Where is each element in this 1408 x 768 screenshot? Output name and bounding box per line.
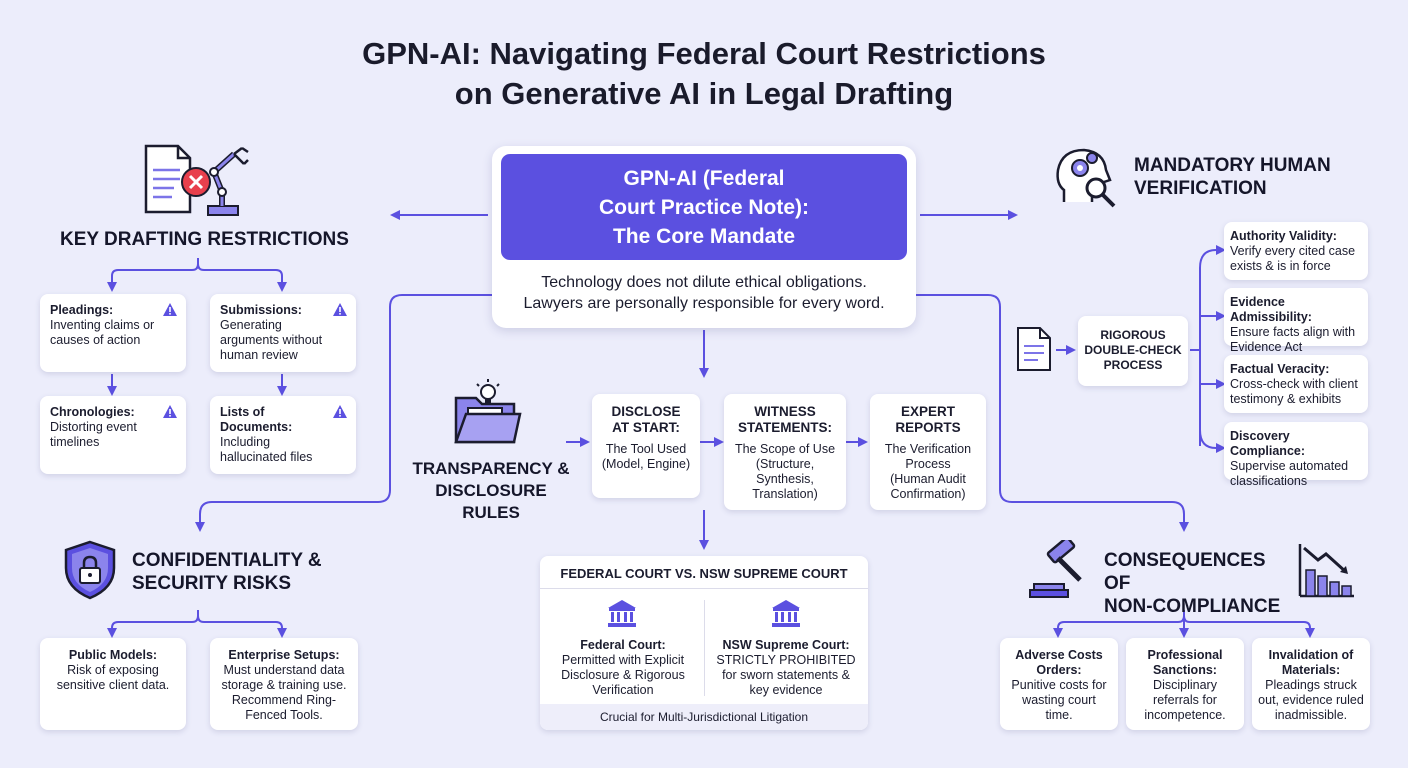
core-mandate-subtitle: Technology does not dilute ethical oblig…	[523, 274, 885, 312]
consequence-card-professional-sanctions: Professional Sanctions: Disciplinary ref…	[1126, 638, 1244, 730]
court-comparison-heading: FEDERAL COURT VS. NSW SUPREME COURT	[560, 566, 848, 581]
warning-triangle-icon	[163, 303, 177, 316]
transparency-card-witness: WITNESS STATEMENTS: The Scope of Use (St…	[724, 394, 846, 510]
transparency-heading: TRANSPARENCY & DISCLOSURE RULES	[412, 459, 570, 522]
verification-item-authority: Authority Validity: Verify every cited c…	[1224, 222, 1368, 280]
core-mandate-title: GPN-AI (Federal Court Practice Note): Th…	[501, 154, 907, 260]
confidentiality-card-public-models: Public Models: Risk of exposing sensitiv…	[40, 638, 186, 730]
nsw-court-column: NSW Supreme Court: STRICTLY PROHIBITED f…	[716, 638, 856, 697]
double-check-process: RIGOROUS DOUBLE-CHECK PROCESS	[1078, 316, 1188, 386]
warning-triangle-icon	[333, 405, 347, 418]
divider	[704, 600, 705, 696]
verification-item-discovery: Discovery Compliance: Supervise automate…	[1224, 422, 1368, 488]
head-gears-magnifier-icon	[1056, 148, 1116, 208]
warning-triangle-icon	[163, 405, 177, 418]
transparency-card-expert: EXPERT REPORTS The Verification Process …	[870, 394, 986, 510]
warning-triangle-icon	[333, 303, 347, 316]
chart-down-icon	[1298, 544, 1354, 598]
confidentiality-heading: CONFIDENTIALITY & SECURITY RISKS	[132, 550, 322, 594]
courthouse-icon	[608, 600, 636, 627]
courthouse-icon	[772, 600, 800, 627]
consequence-card-invalidation: Invalidation of Materials: Pleadings str…	[1252, 638, 1370, 730]
verification-item-factual: Factual Veracity: Cross-check with clien…	[1224, 355, 1368, 413]
gavel-icon	[1029, 540, 1082, 598]
consequence-card-adverse-costs: Adverse Costs Orders: Punitive costs for…	[1000, 638, 1118, 730]
drafting-card-submissions: Submissions: Generating arguments withou…	[210, 294, 356, 372]
document-robot-arm-icon	[144, 144, 249, 216]
drafting-card-chronologies: Chronologies: Distorting event timelines	[40, 396, 186, 474]
document-icon	[1017, 327, 1051, 371]
consequences-heading: CONSEQUENCES OF NON-COMPLIANCE	[1104, 550, 1281, 617]
drafting-card-pleadings: Pleadings: Inventing claims or causes of…	[40, 294, 186, 372]
verification-item-evidence: Evidence Admissibility: Ensure facts ali…	[1224, 288, 1368, 354]
verification-heading: MANDATORY HUMAN VERIFICATION	[1134, 155, 1331, 199]
page-title: GPN-AI: Navigating Federal Court Restric…	[0, 34, 1408, 114]
page-title-line-2: on Generative AI in Legal Drafting	[454, 76, 954, 111]
shield-lock-icon	[64, 540, 116, 600]
folder-lightbulb-icon	[454, 379, 522, 444]
drafting-heading: KEY DRAFTING RESTRICTIONS	[60, 229, 349, 250]
court-comparison-footer: Crucial for Multi-Jurisdictional Litigat…	[540, 704, 868, 730]
divider	[540, 588, 868, 589]
confidentiality-card-enterprise: Enterprise Setups: Must understand data …	[210, 638, 358, 730]
federal-court-column: Federal Court: Permitted with Explicit D…	[561, 638, 685, 697]
page-title-line-1: GPN-AI: Navigating Federal Court Restric…	[362, 36, 1046, 71]
transparency-card-disclose: DISCLOSE AT START: The Tool Used (Model,…	[592, 394, 700, 498]
drafting-card-lists-of-documents: Lists of Documents: Including hallucinat…	[210, 396, 356, 474]
